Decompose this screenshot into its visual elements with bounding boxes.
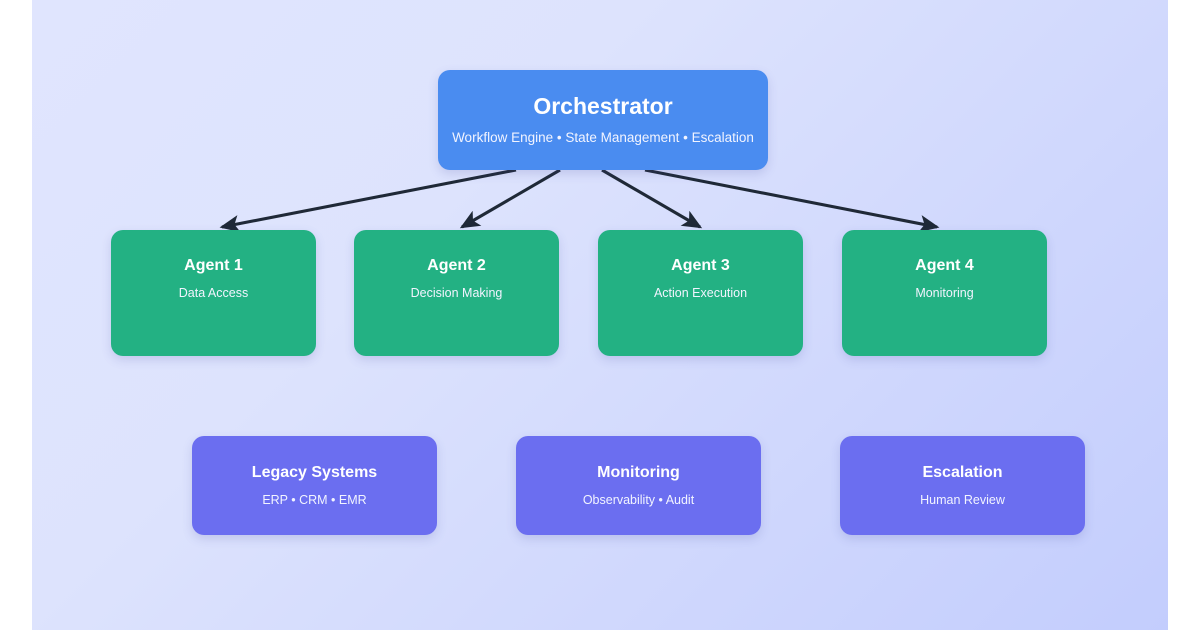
node-agent-2[interactable]: Agent 2 Decision Making (354, 230, 559, 356)
connector-orchestrator-to-agent-4 (644, 168, 940, 233)
orchestrator-subtitle: Workflow Engine • State Management • Esc… (452, 129, 754, 145)
node-agent-4[interactable]: Agent 4 Monitoring (842, 230, 1047, 356)
legacy-systems-subtitle: ERP • CRM • EMR (262, 492, 367, 507)
connector-orchestrator-to-agent-1 (219, 168, 517, 233)
agent-1-subtitle: Data Access (178, 285, 249, 300)
legacy-systems-title: Legacy Systems (251, 464, 378, 481)
agent-4-title: Agent 4 (915, 257, 974, 274)
node-agent-1[interactable]: Agent 1 Data Access (111, 230, 316, 356)
monitoring-title: Monitoring (597, 464, 680, 481)
connector-orchestrator-to-agent-3 (601, 168, 703, 229)
agent-2-title: Agent 2 (427, 257, 486, 274)
agent-2-subtitle: Decision Making (410, 285, 503, 300)
agent-3-title: Agent 3 (671, 257, 730, 274)
escalation-subtitle: Human Review (920, 492, 1005, 507)
node-escalation[interactable]: Escalation Human Review (840, 436, 1085, 535)
agent-3-subtitle: Action Execution (653, 285, 748, 300)
node-orchestrator[interactable]: Orchestrator Workflow Engine • State Man… (438, 70, 768, 170)
monitoring-subtitle: Observability • Audit (582, 492, 695, 507)
orchestrator-title: Orchestrator (533, 93, 673, 120)
agent-1-title: Agent 1 (184, 257, 243, 274)
node-legacy-systems[interactable]: Legacy Systems ERP • CRM • EMR (192, 436, 437, 535)
node-agent-3[interactable]: Agent 3 Action Execution (598, 230, 803, 356)
agent-4-subtitle: Monitoring (915, 285, 974, 300)
connector-orchestrator-to-agent-2 (459, 168, 561, 229)
node-monitoring[interactable]: Monitoring Observability • Audit (516, 436, 761, 535)
diagram-canvas: Orchestrator Workflow Engine • State Man… (32, 0, 1168, 630)
escalation-title: Escalation (922, 464, 1003, 481)
